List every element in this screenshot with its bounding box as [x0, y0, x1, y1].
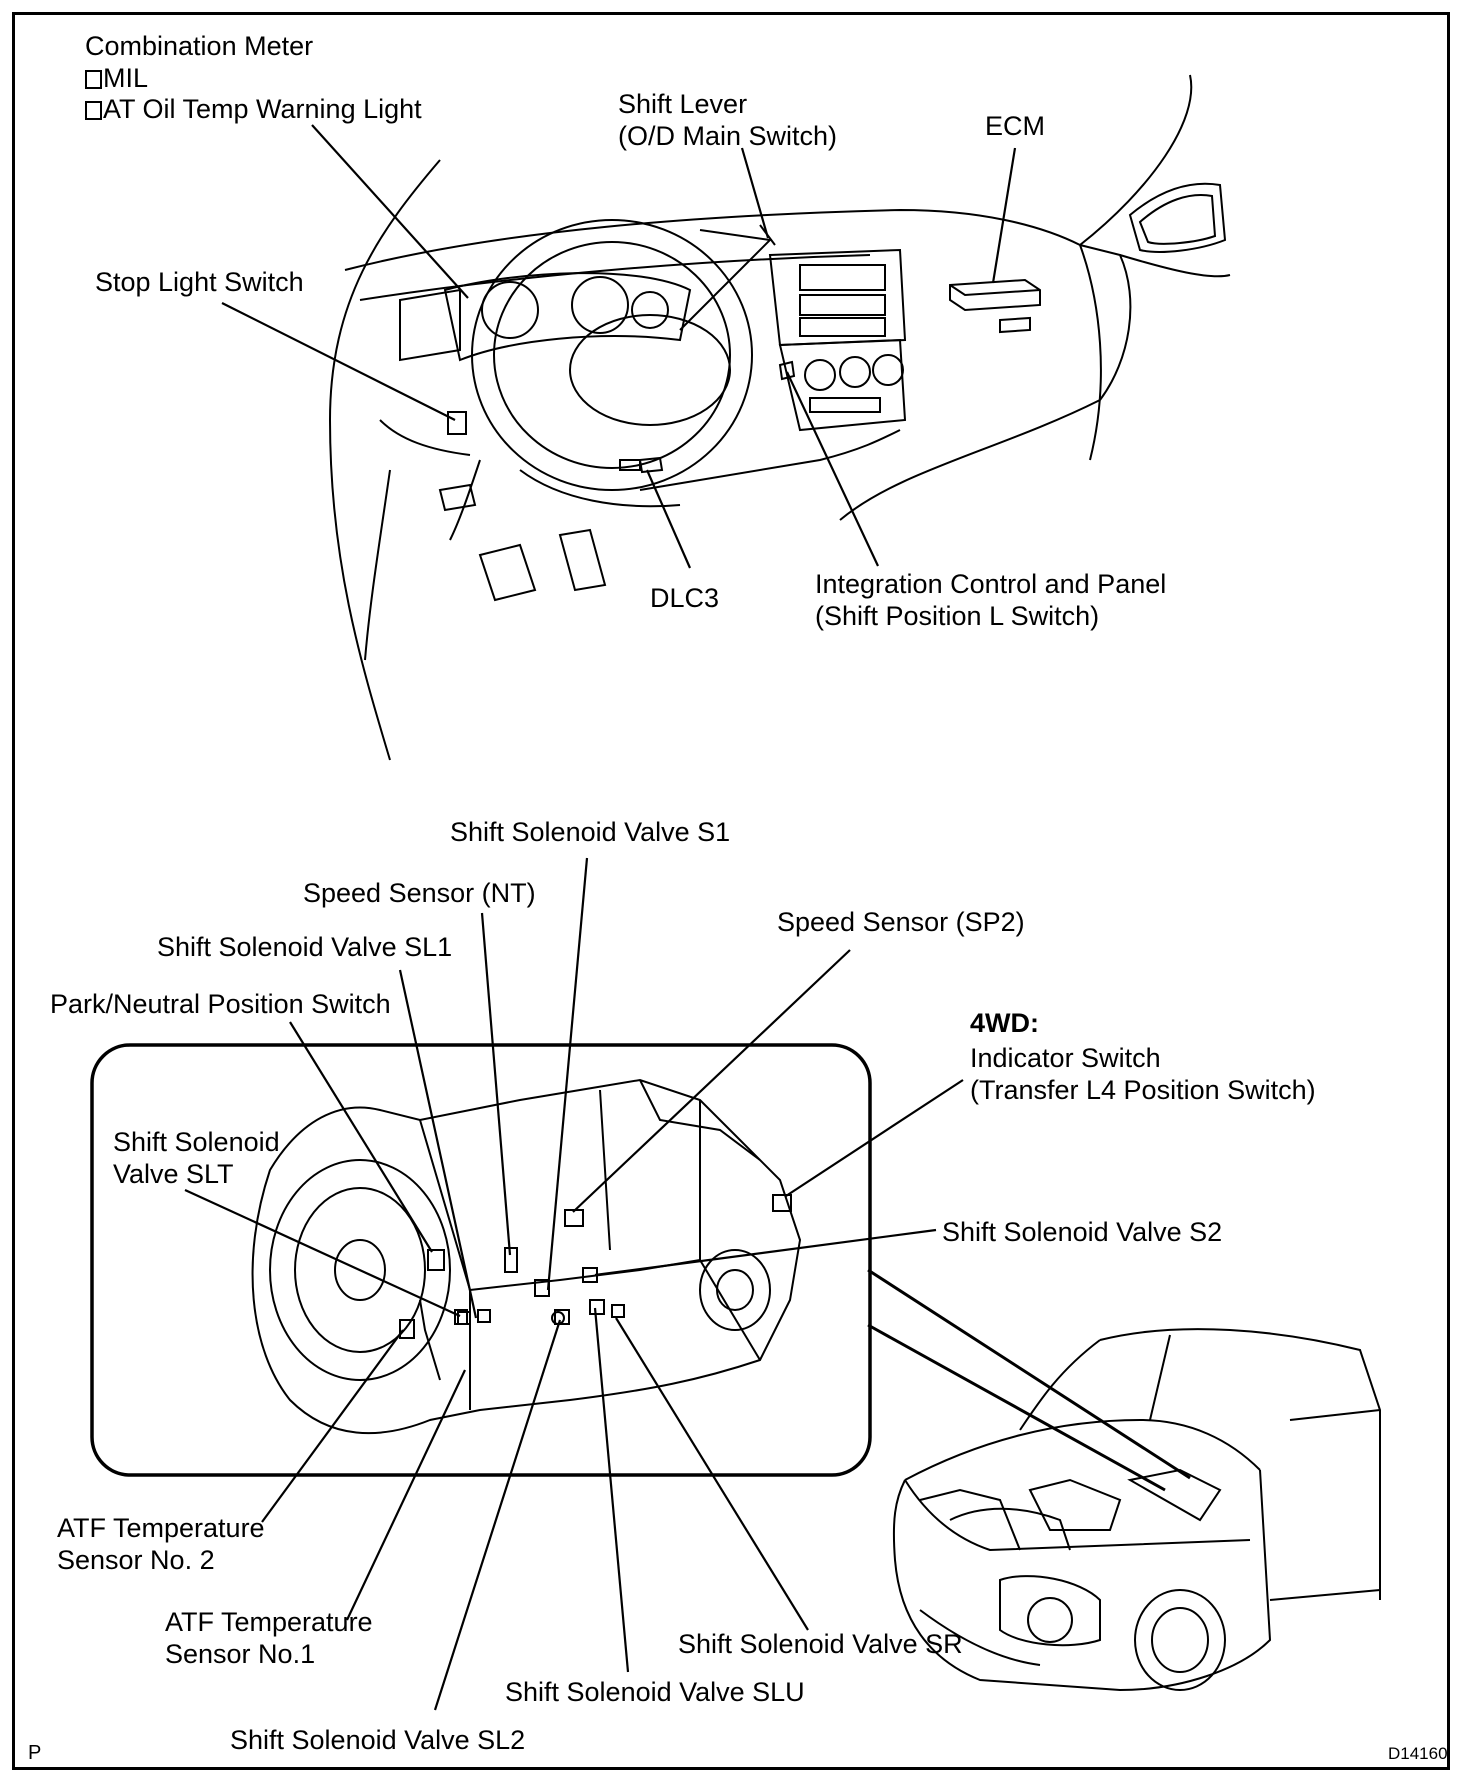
label-park-neutral: Park/Neutral Position Switch	[50, 989, 391, 1019]
figure-frame	[12, 12, 1450, 1770]
label-od-main-switch: (O/D Main Switch)	[618, 121, 838, 151]
label-slt-line2: Valve SLT	[113, 1159, 234, 1189]
label-shift-solenoid-s2: Shift Solenoid Valve S2	[942, 1217, 1223, 1247]
label-transfer-l4: (Transfer L4 Position Switch)	[970, 1075, 1316, 1105]
corner-marker: P	[28, 1742, 42, 1764]
label-speed-sensor-sp2: Speed Sensor (SP2)	[777, 907, 1025, 937]
figure-code: D14160	[1388, 1744, 1448, 1763]
bullet-square-icon	[85, 101, 102, 120]
label-dlc3: DLC3	[650, 583, 720, 613]
label-combination-meter: Combination Meter	[85, 31, 314, 61]
transmission-inset-box	[90, 1043, 872, 1477]
label-mil: MIL	[85, 62, 148, 94]
label-shift-position-l: (Shift Position L Switch)	[815, 601, 1100, 631]
label-shift-solenoid-slu: Shift Solenoid Valve SLU	[505, 1677, 805, 1707]
label-integration-control: Integration Control and Panel	[815, 569, 1167, 599]
truck-drawing	[892, 1328, 1381, 1692]
label-at-oil-temp-text: AT Oil Temp Warning Light	[103, 94, 422, 124]
label-shift-solenoid-sl2: Shift Solenoid Valve SL2	[230, 1725, 526, 1755]
label-speed-sensor-nt: Speed Sensor (NT)	[303, 878, 536, 908]
label-slt-line1: Shift Solenoid	[113, 1127, 280, 1157]
inset-connector	[867, 1268, 1191, 1492]
dashboard-drawing	[328, 74, 1231, 761]
label-ecm: ECM	[985, 111, 1045, 141]
label-atf-sensor-1-line1: ATF Temperature	[165, 1607, 373, 1637]
label-4wd: 4WD:	[970, 1008, 1039, 1038]
label-at-oil-temp: AT Oil Temp Warning Light	[85, 93, 422, 125]
leader-lines-upper	[221, 124, 1017, 569]
label-indicator-switch: Indicator Switch	[970, 1043, 1161, 1073]
label-shift-lever: Shift Lever	[618, 89, 748, 119]
label-shift-solenoid-sl1: Shift Solenoid Valve SL1	[157, 932, 453, 962]
bullet-square-icon	[85, 70, 102, 89]
label-atf-sensor-2-line1: ATF Temperature	[57, 1513, 265, 1543]
label-mil-text: MIL	[103, 63, 149, 93]
transmission-drawing	[251, 1078, 802, 1435]
label-atf-sensor-2-line2: Sensor No. 2	[57, 1545, 215, 1575]
label-stop-light-switch: Stop Light Switch	[95, 267, 304, 297]
leader-lines-transmission	[184, 857, 964, 1711]
label-atf-sensor-1-line2: Sensor No.1	[165, 1639, 316, 1669]
label-shift-solenoid-s1: Shift Solenoid Valve S1	[450, 817, 731, 847]
label-shift-solenoid-sr: Shift Solenoid Valve SR	[678, 1629, 963, 1659]
